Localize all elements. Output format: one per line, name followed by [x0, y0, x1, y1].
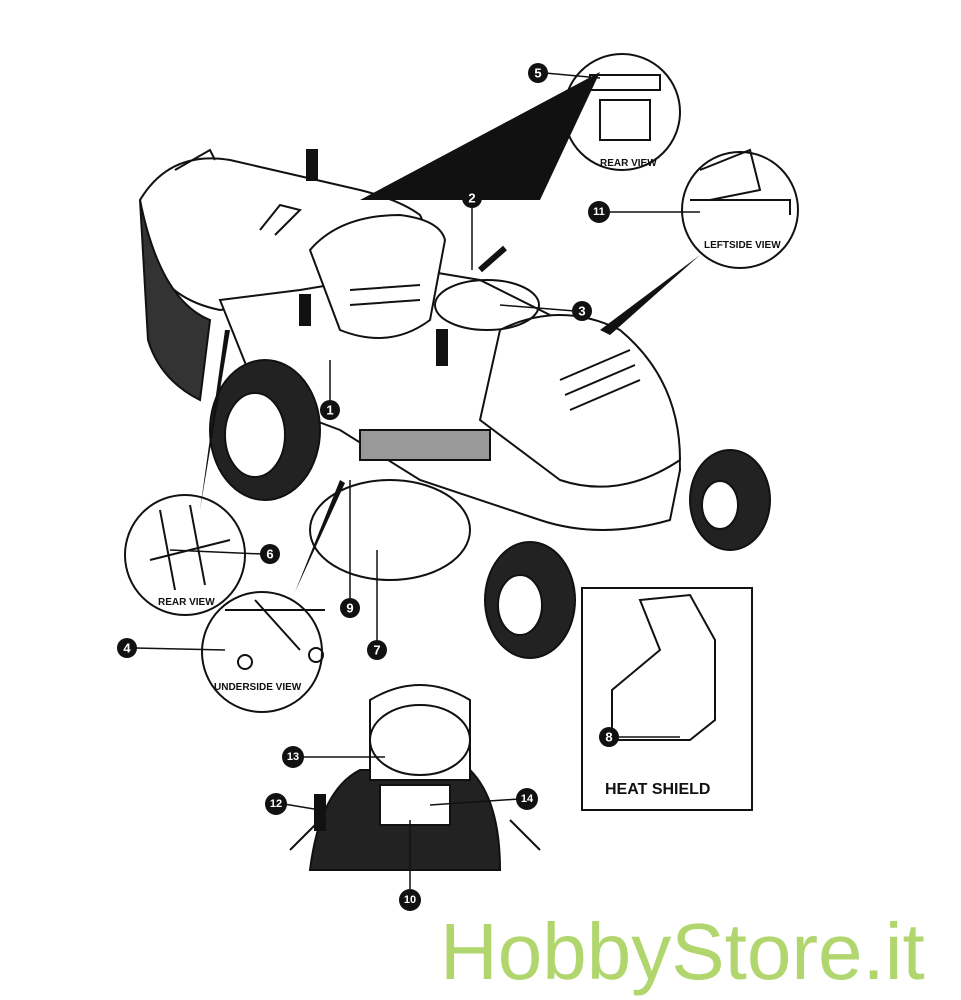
svg-text:3: 3 — [578, 304, 585, 319]
callout-4: 4 — [117, 638, 137, 658]
rear-view-top-label: REAR VIEW — [600, 158, 657, 169]
callout-3: 3 — [572, 301, 592, 321]
tractor-body — [218, 213, 682, 531]
svg-text:10: 10 — [404, 894, 416, 906]
callout-11: 11 — [588, 201, 610, 223]
heat-shield-panel — [581, 587, 753, 811]
callout-7: 7 — [367, 640, 387, 660]
callout-10: 10 — [399, 889, 421, 911]
svg-text:14: 14 — [521, 793, 534, 805]
rear-view-left-label: REAR VIEW — [158, 597, 215, 608]
callout-13: 13 — [282, 746, 304, 768]
svg-text:4: 4 — [123, 641, 131, 656]
svg-text:11: 11 — [593, 206, 605, 218]
callout-14: 14 — [516, 788, 538, 810]
svg-text:5: 5 — [534, 66, 541, 81]
svg-text:9: 9 — [346, 601, 353, 616]
svg-text:12: 12 — [270, 798, 282, 810]
callout-12: 12 — [265, 793, 287, 815]
underside-view-detail — [201, 480, 345, 713]
callout-6: 6 — [260, 544, 280, 564]
svg-text:7: 7 — [373, 643, 380, 658]
callouts: 1 2 3 4 5 6 7 8 9 10 11 12 13 14 — [117, 63, 619, 911]
callout-1: 1 — [320, 400, 340, 420]
leftside-view-label: LEFTSIDE VIEW — [704, 240, 781, 251]
wheels — [209, 359, 771, 659]
leftside-view-detail — [600, 148, 799, 335]
dashboard-view — [289, 684, 541, 871]
callout-2: 2 — [462, 188, 482, 208]
underside-view-label: UNDERSIDE VIEW — [214, 682, 302, 693]
svg-text:1: 1 — [326, 403, 333, 418]
svg-text:2: 2 — [468, 191, 475, 206]
rear-view-left-detail — [124, 330, 246, 616]
rear-view-top-detail — [360, 53, 681, 200]
callout-9: 9 — [340, 598, 360, 618]
svg-text:8: 8 — [605, 730, 612, 745]
callout-8: 8 — [599, 727, 619, 747]
svg-text:13: 13 — [287, 751, 299, 763]
heat-shield-label: HEAT SHIELD — [605, 781, 710, 798]
svg-text:6: 6 — [266, 547, 273, 562]
callout-5: 5 — [528, 63, 548, 83]
leader-lines — [134, 72, 700, 892]
